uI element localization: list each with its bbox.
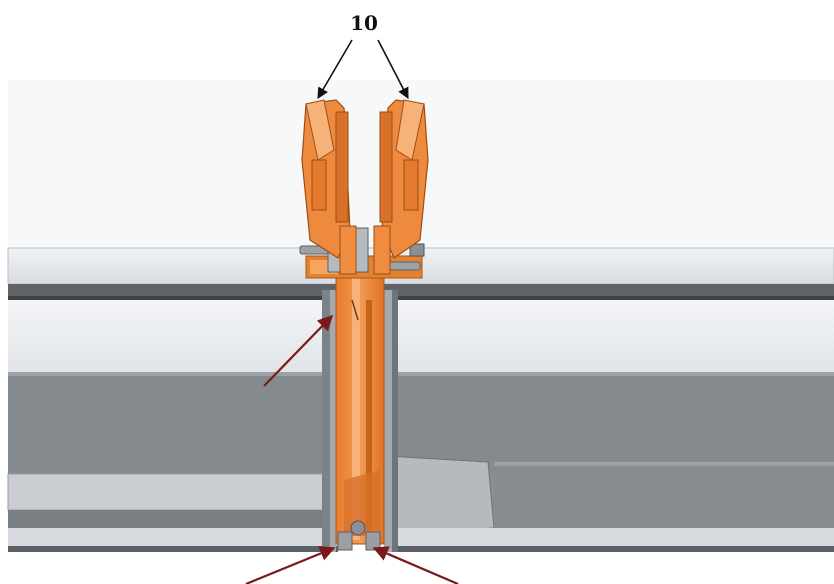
- bottom-pins: [337, 520, 381, 551]
- vertical-blade: [335, 259, 385, 545]
- red-arrow-channel: [263, 314, 334, 387]
- left-clamp-jaw: [301, 99, 357, 275]
- web-panel: [8, 300, 834, 372]
- top-callout: 10: [317, 11, 409, 99]
- right-clamp-jaw: [373, 99, 429, 275]
- lower-web: [8, 372, 834, 474]
- red-callouts: [245, 314, 459, 584]
- red-arrow-bottom-left: [245, 546, 336, 584]
- channel-walls: [322, 290, 398, 552]
- lower-flange-left: [7, 473, 339, 552]
- lower-flange-right: [385, 455, 834, 552]
- top-callout-label: 10: [350, 11, 378, 35]
- callout-arrow-right: [377, 39, 409, 99]
- red-arrow-bottom-right: [372, 546, 459, 584]
- callout-arrow-left: [317, 39, 353, 99]
